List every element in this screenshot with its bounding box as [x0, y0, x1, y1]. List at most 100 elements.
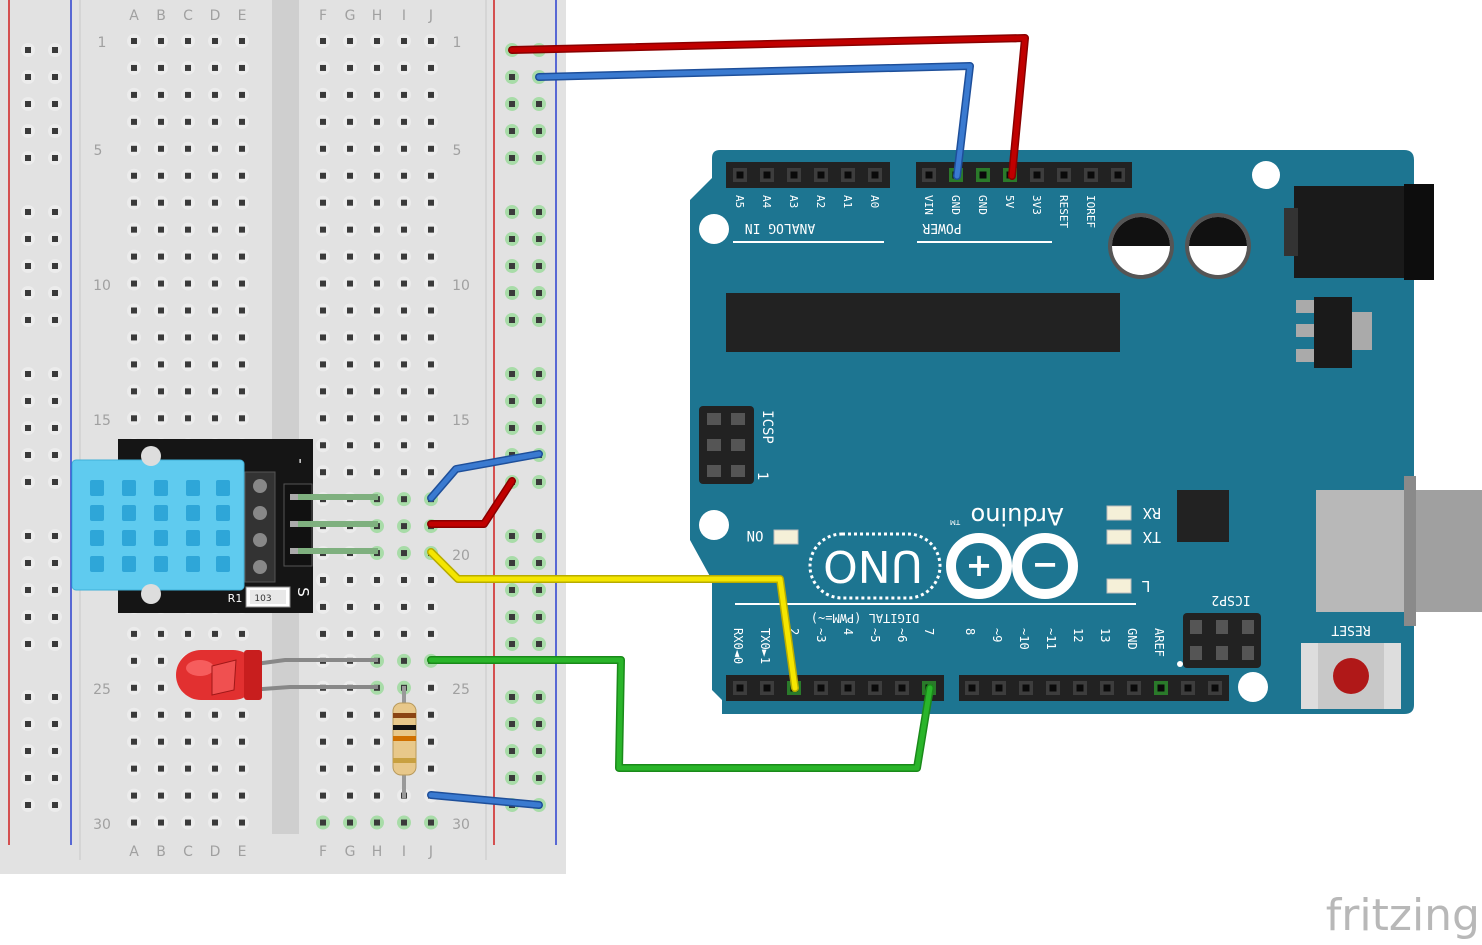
pin-label: A2: [814, 195, 827, 208]
pin-label: 5V: [1003, 195, 1016, 209]
breadboard-hole: [158, 711, 164, 718]
breadboard-hole: [131, 307, 137, 314]
header-hole-center: [817, 171, 825, 179]
breadboard-hole: [347, 199, 353, 206]
breadboard-hole: [347, 307, 353, 314]
breadboard-hole: [428, 738, 434, 745]
dht-grille-slot: [186, 505, 200, 521]
pin-label: ~6: [895, 628, 909, 642]
breadboard-hole: [185, 307, 191, 314]
breadboard-hole: [347, 253, 353, 260]
breadboard-hole: [320, 64, 326, 71]
rail-hole: [52, 263, 58, 269]
digital-label: DIGITAL (PWM=~): [811, 611, 919, 625]
rail-hole: [25, 236, 31, 242]
rail-hole: [52, 317, 58, 323]
breadboard-hole: [374, 172, 380, 179]
dht-resistor-code: 103: [254, 594, 271, 604]
pin-label: 13: [1098, 628, 1112, 642]
breadboard-hole: [158, 819, 164, 826]
breadboard-hole: [428, 577, 434, 583]
col-label-top-F: F: [319, 8, 327, 24]
pin-label: AREF: [1152, 628, 1166, 657]
breadboard-hole: [401, 172, 407, 179]
mount-hole-bottom-right: [1238, 672, 1268, 702]
breadboard-hole: [401, 496, 407, 503]
rail-hole: [25, 748, 31, 754]
rail-hole: [509, 155, 515, 161]
breadboard-hole: [185, 765, 191, 772]
pin-label: A4: [760, 195, 773, 209]
breadboard-hole: [212, 199, 218, 206]
col-label-top-I: I: [402, 8, 406, 24]
breadboard-hole: [212, 765, 218, 772]
breadboard-hole: [428, 711, 434, 718]
header-hole-center: [736, 171, 744, 179]
wire-dht-vcc-red-core: [428, 478, 515, 527]
rail-hole: [509, 694, 515, 700]
resistor[interactable]: [392, 686, 417, 798]
pin-label: A0: [868, 195, 881, 208]
dht-grille-slot: [122, 556, 136, 572]
dht-grille-slot: [90, 480, 104, 496]
breadboard-hole: [212, 145, 218, 152]
breadboard-hole: [320, 226, 326, 233]
dht-resistor-ref: R1: [228, 592, 243, 605]
dht-sensor-module[interactable]: 103 R1 - S: [71, 439, 313, 613]
usb-chip: [1177, 490, 1229, 542]
rail-hole: [52, 721, 58, 727]
rail-hole: [509, 209, 515, 215]
uno-label: UNO: [823, 540, 923, 591]
capacitor-left: [1108, 213, 1174, 279]
breadboard-hole: [428, 630, 434, 637]
l-label: L: [1141, 577, 1150, 595]
breadboard-hole: [347, 630, 353, 637]
row-label-right-10: 10: [452, 278, 470, 294]
breadboard-hole: [374, 603, 380, 610]
breadboard-hole: [158, 361, 164, 368]
col-label-bottom-F: F: [319, 844, 327, 860]
breadboard-hole: [131, 388, 137, 395]
col-label-top-B: B: [156, 8, 166, 24]
dht-grille-slot: [186, 530, 200, 546]
breadboard-hole: [374, 819, 380, 826]
breadboard-hole: [212, 307, 218, 314]
red-led[interactable]: [176, 650, 378, 700]
breadboard-hole: [401, 469, 407, 476]
arduino-brand-text: Arduino: [971, 502, 1064, 530]
breadboard-hole: [131, 172, 137, 179]
rail-hole: [52, 748, 58, 754]
breadboard-hole: [320, 792, 326, 799]
logo-plus-sign: +: [966, 546, 993, 584]
rail-hole: [536, 694, 542, 700]
rail-hole: [25, 452, 31, 458]
dht-pin-dot-4: [253, 560, 267, 574]
breadboard-hole: [347, 280, 353, 287]
breadboard-hole: [320, 388, 326, 395]
breadboard-hole: [347, 819, 353, 826]
breadboard-hole: [320, 603, 326, 610]
breadboard-hole: [212, 361, 218, 368]
breadboard-hole: [320, 199, 326, 206]
rail-hole: [509, 263, 515, 269]
breadboard-hole: [347, 577, 353, 583]
breadboard-hole: [374, 415, 380, 422]
col-label-bottom-A: A: [129, 844, 139, 860]
reset-button[interactable]: [1301, 643, 1401, 709]
dht-pin-minus-label: -: [292, 458, 310, 463]
breadboard-hole: [401, 577, 407, 583]
row-label-left-5: 5: [94, 143, 103, 159]
rail-hole: [509, 236, 515, 242]
led-die: [211, 659, 237, 696]
breadboard-hole: [239, 630, 245, 637]
tx-led: [1106, 529, 1132, 545]
breadboard-hole: [239, 711, 245, 718]
led-highlight: [186, 660, 214, 676]
breadboard-hole: [212, 792, 218, 799]
header-hole-center: [844, 171, 852, 179]
breadboard-hole: [185, 64, 191, 71]
header-hole-center: [979, 171, 987, 179]
breadboard-hole: [131, 280, 137, 287]
rail-hole: [536, 317, 542, 323]
